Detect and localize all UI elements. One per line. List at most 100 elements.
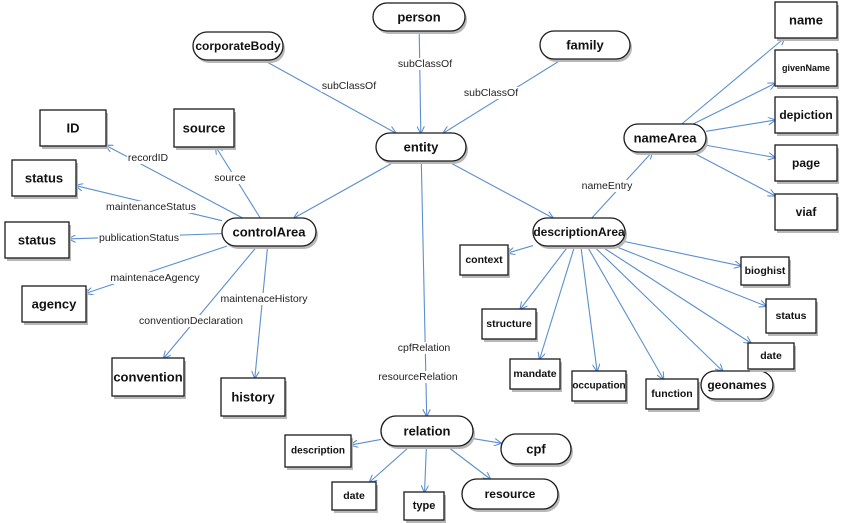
edge-label-maintenaceagency: maintenaceAgency <box>110 272 200 284</box>
node-name: name <box>774 1 839 41</box>
edge-label-recordid: recordID <box>128 152 169 164</box>
edge-controlArea-to-agency <box>86 245 228 293</box>
node-bioghist-label: bioghist <box>745 265 786 277</box>
edge-label-cpfrelation: cpfRelation <box>398 342 451 354</box>
edge-descriptionArea-to-geonames <box>593 245 722 371</box>
edge-label-conventiondeclaration: conventionDeclaration <box>139 315 243 327</box>
node-family-label: family <box>566 38 604 53</box>
edge-descriptionArea-to-occupation <box>580 245 597 371</box>
edge-label-nameentry: nameEntry <box>582 180 634 192</box>
node-entity: entity <box>375 132 468 164</box>
edge-label-maintenancestatus: maintenanceStatus <box>106 201 196 213</box>
node-agency: agency <box>21 285 88 325</box>
node-occupation-label: occupation <box>572 381 625 392</box>
edge-label-resourcerelation: resourceRelation <box>378 371 458 383</box>
node-control-status: status <box>11 159 78 199</box>
node-structure: structure <box>481 308 538 342</box>
node-relation: relation <box>380 415 475 449</box>
node-structure-label: structure <box>486 318 532 330</box>
node-desc-date-label: date <box>760 350 782 362</box>
edge-label-background <box>126 152 170 164</box>
edge-label-background <box>377 371 459 383</box>
edge-controlArea-to-history <box>255 245 269 378</box>
node-cpf: cpf <box>500 433 573 467</box>
node-descriptionarea-label: descriptionArea <box>533 225 625 239</box>
edge-nameArea-to-page <box>705 144 775 157</box>
node-convention: convention <box>111 357 186 399</box>
node-history: history <box>220 377 287 419</box>
node-rel-date-label: date <box>343 490 365 502</box>
node-person: person <box>372 2 467 34</box>
node-mandate: mandate <box>509 358 562 392</box>
edge-label-background <box>213 172 247 184</box>
node-convention-label: convention <box>113 370 182 385</box>
node-relation-label: relation <box>404 424 451 439</box>
node-bioghist: bioghist <box>740 256 791 288</box>
node-agency-label: agency <box>32 297 78 312</box>
edge-nameArea-to-depiction <box>705 120 775 132</box>
node-namearea: nameArea <box>623 123 708 155</box>
node-viaf-label: viaf <box>796 205 818 219</box>
node-corporatebody-label: corporateBody <box>195 39 281 53</box>
edge-descriptionArea-to-context <box>508 245 534 253</box>
node-control-status-label: status <box>25 171 63 186</box>
edge-entity-to-descriptionArea <box>446 160 553 218</box>
node-type-label: type <box>413 500 436 512</box>
node-rel-date: date <box>331 481 378 513</box>
node-id-label: ID <box>67 121 80 136</box>
node-controlarea-label: controlArea <box>233 225 307 240</box>
edge-corporateBody-to-entity <box>263 59 395 133</box>
node-context-label: context <box>465 254 503 266</box>
edge-label-subclassof-corporatebody: subClassOf <box>322 80 376 92</box>
node-person-label: person <box>397 10 440 25</box>
node-publication-status: status <box>4 221 71 261</box>
node-mandate-label: mandate <box>513 368 556 380</box>
edge-nameArea-to-givenName <box>692 83 775 125</box>
node-type: type <box>403 491 446 523</box>
node-resource-label: resource <box>485 487 536 501</box>
edge-label-background <box>320 80 378 92</box>
node-history-label: history <box>231 390 275 405</box>
edge-label-maintenacehistory: maintenaceHistory <box>221 293 309 305</box>
edge-label-subclassof-person: subClassOf <box>398 58 452 70</box>
node-viaf: viaf <box>774 193 839 233</box>
node-corporatebody: corporateBody <box>192 31 285 63</box>
edge-label-publicationstatus: publicationStatus <box>99 232 179 244</box>
node-controlarea: controlArea <box>221 217 318 249</box>
node-publication-status-label: status <box>18 233 56 248</box>
node-function-label: function <box>651 388 692 400</box>
edge-label-background <box>138 315 245 327</box>
node-desc-date: date <box>747 342 796 372</box>
edge-label-background <box>98 232 180 244</box>
node-givenname-label: givenName <box>782 63 830 73</box>
node-desc-status: status <box>765 298 818 336</box>
node-desc-status-label: status <box>776 310 807 322</box>
node-page: page <box>774 144 839 184</box>
edge-label-background <box>105 201 197 213</box>
edge-nameArea-to-name <box>681 38 785 125</box>
edge-descriptionArea-to-descDate <box>600 245 751 343</box>
edge-controlArea-to-convention <box>164 245 258 358</box>
node-geonames: geonames <box>700 370 775 402</box>
node-namearea-label: nameArea <box>634 131 698 146</box>
node-depiction-label: depiction <box>779 108 832 122</box>
edge-descriptionArea-to-descStatus <box>614 245 766 306</box>
node-name-label: name <box>789 13 823 28</box>
edge-person-to-entity <box>419 30 421 133</box>
edge-label-source: source <box>214 172 246 184</box>
edge-relation-to-type <box>425 445 427 492</box>
node-page-label: page <box>792 156 820 170</box>
edge-relation-to-relDate <box>370 445 411 482</box>
node-family: family <box>539 30 632 62</box>
edge-label-background <box>580 180 635 192</box>
node-description: description <box>284 434 353 470</box>
edge-descriptionArea-to-bioghist <box>624 241 741 266</box>
edge-label-background <box>396 58 454 70</box>
edge-label-background <box>462 87 520 99</box>
node-entity-label: entity <box>404 140 439 155</box>
node-givenname: givenName <box>774 49 839 89</box>
node-source-label: source <box>183 121 226 136</box>
node-id: ID <box>39 109 108 149</box>
edge-descriptionArea-to-mandate <box>540 245 576 359</box>
